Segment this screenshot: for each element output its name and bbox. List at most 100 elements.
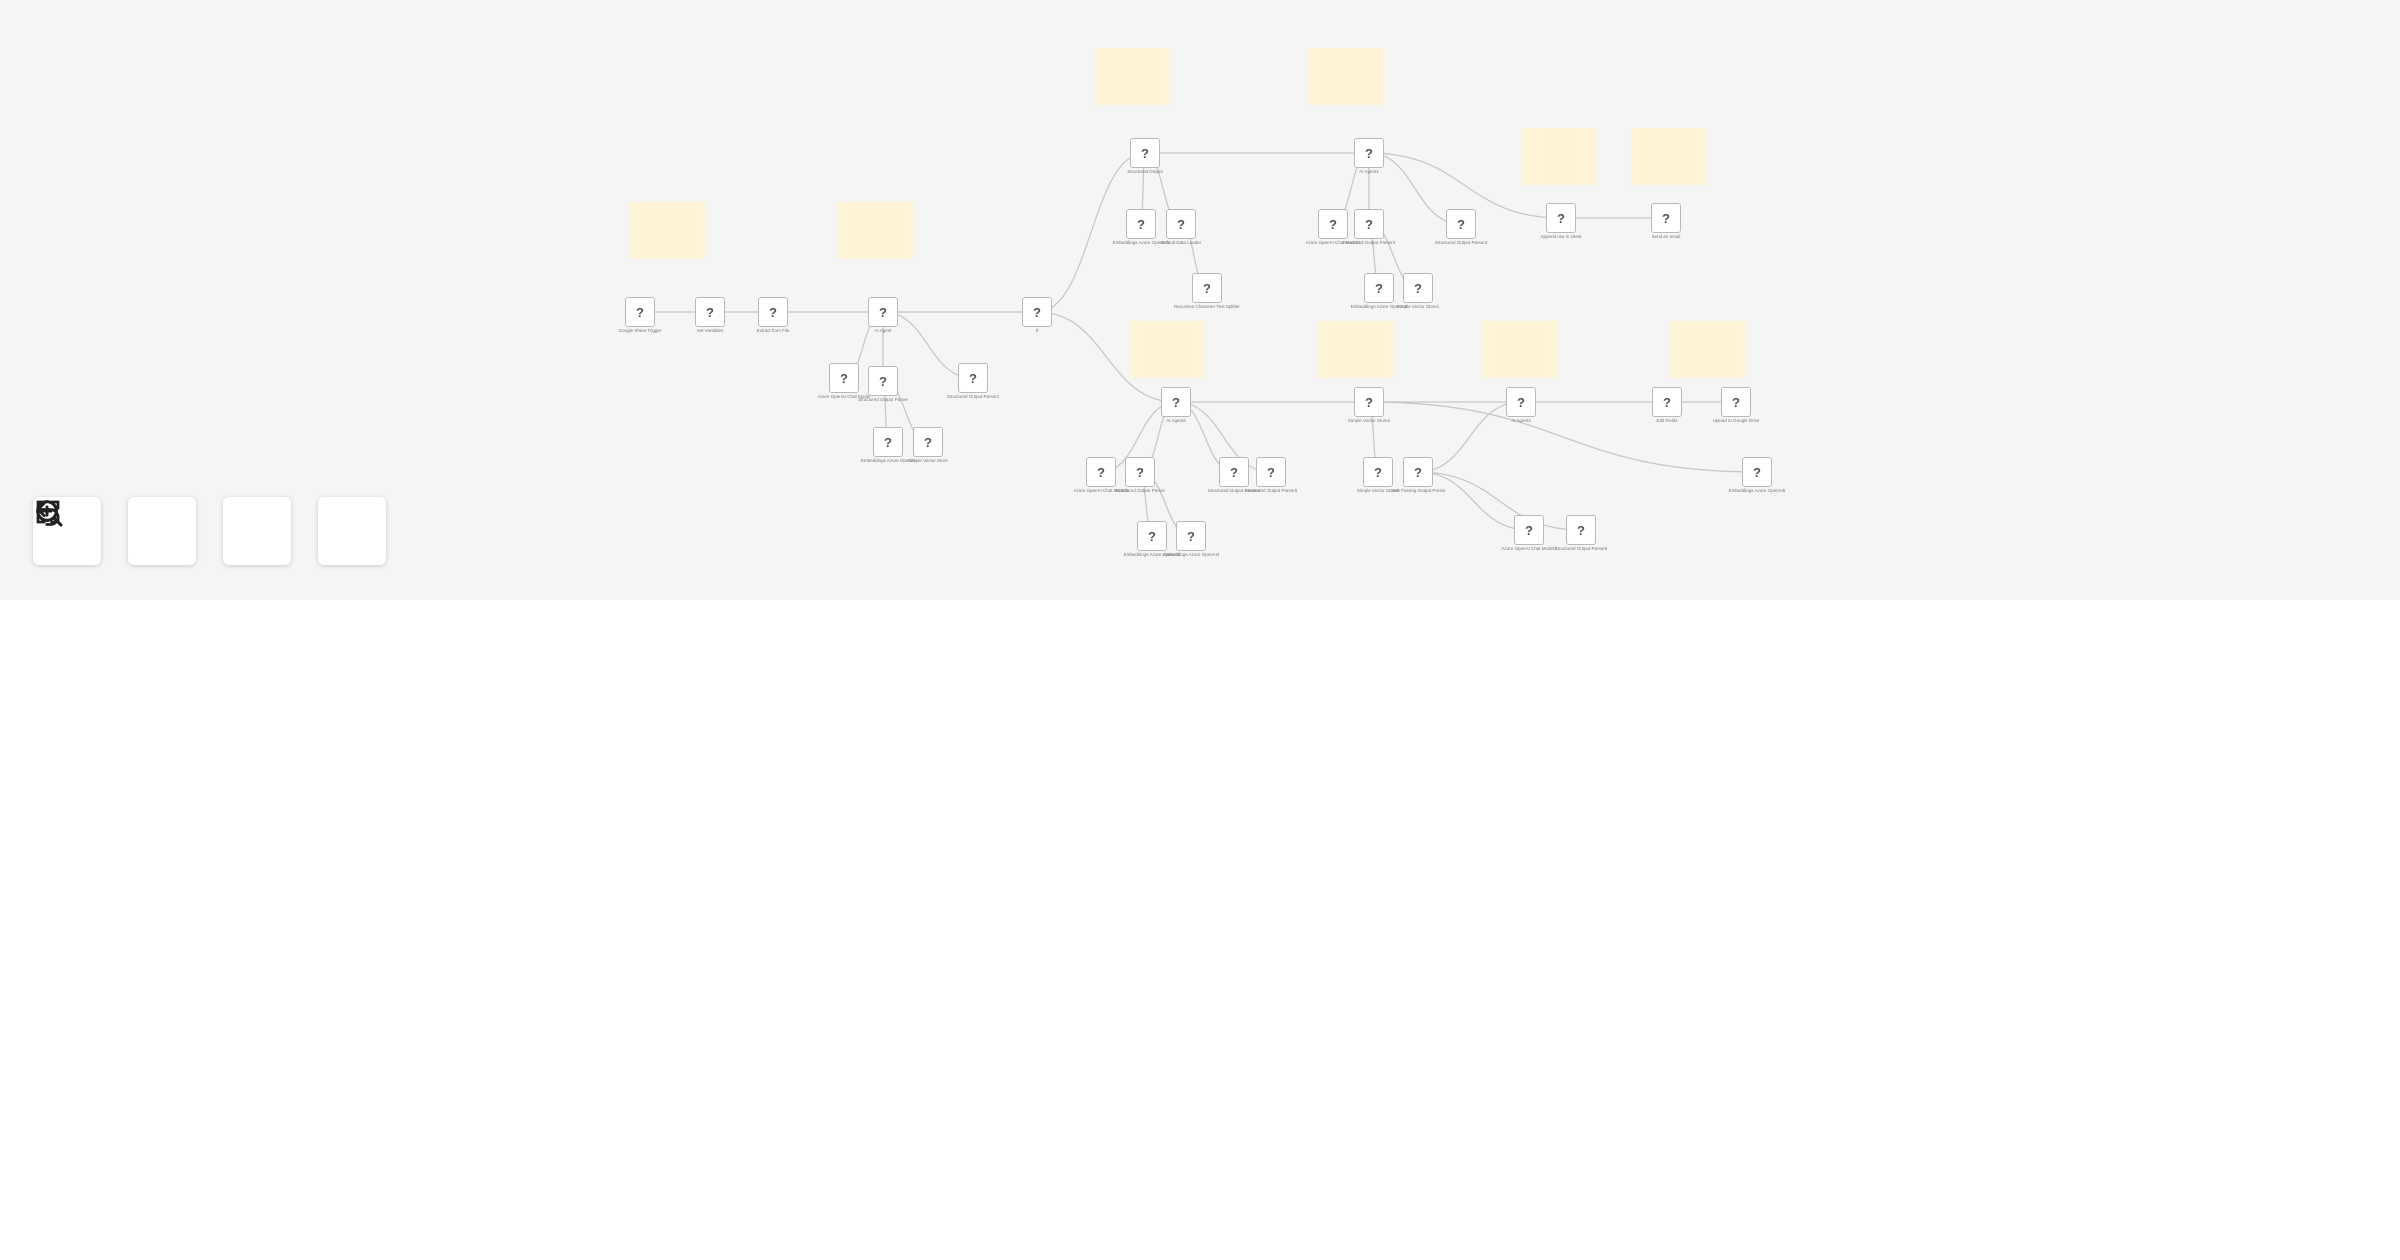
node-label: Google Sheet Trigger <box>618 328 662 333</box>
sticky-note[interactable] <box>1670 321 1745 378</box>
unknown-node-icon: ? <box>873 427 903 457</box>
workflow-node[interactable]: ?Embeddings Azure OpenAI4 <box>1163 521 1219 557</box>
workflow-node[interactable]: ?Azure OpenAI Chat Model <box>818 363 870 399</box>
workflow-node[interactable]: ?Structured Output Parser3 <box>1435 209 1487 245</box>
workflow-node[interactable]: ?If <box>1022 297 1052 333</box>
workflow-node[interactable]: ?Embeddings Azure OpenAI1 <box>1113 209 1169 245</box>
node-label: Embeddings Azure OpenAI4 <box>1162 552 1220 557</box>
sticky-note[interactable] <box>630 202 705 259</box>
workflow-node[interactable]: ?Structured Output <box>1127 138 1163 174</box>
unknown-node-icon: ? <box>1161 387 1191 417</box>
unknown-node-icon: ? <box>1192 273 1222 303</box>
workflow-node[interactable]: ?Simple Vector Store3 <box>1357 457 1399 493</box>
node-label: Structured Output Parser <box>1114 488 1166 493</box>
workflow-node[interactable]: ?Upload to Google Drive <box>1713 387 1759 423</box>
workflow-node[interactable]: ?Structured Output Parser2 <box>1343 209 1395 245</box>
undo-button[interactable] <box>36 497 386 565</box>
workflow-node[interactable]: ?Extract from File <box>757 297 789 333</box>
unknown-node-icon: ? <box>1022 297 1052 327</box>
workflow-node[interactable]: ?Send an email <box>1651 203 1681 239</box>
workflow-node[interactable]: ?AI Agent1 <box>1354 138 1384 174</box>
node-label: Append row in sheet <box>1540 234 1582 239</box>
unknown-node-icon: ? <box>1354 387 1384 417</box>
workflow-node[interactable]: ?Simple Vector Store2 <box>1348 387 1390 423</box>
node-label: Structured Output Parser5 <box>1244 488 1298 493</box>
node-label: Structured Output Parser2 <box>1342 240 1396 245</box>
connection-edge <box>1368 152 1562 219</box>
workflow-node[interactable]: ?Google Sheet Trigger <box>619 297 661 333</box>
unknown-node-icon: ? <box>1721 387 1751 417</box>
node-label: Simple Vector Store3 <box>1356 488 1400 493</box>
node-label: Set Variables <box>696 328 724 333</box>
workflow-node[interactable]: ?AI Agent2 <box>1161 387 1191 423</box>
zoom-out-button[interactable] <box>36 497 291 565</box>
unknown-node-icon: ? <box>1742 457 1772 487</box>
unknown-node-icon: ? <box>1256 457 1286 487</box>
sticky-note[interactable] <box>1318 321 1393 378</box>
workflow-node[interactable]: ?Azure OpenAI Chat Model1 <box>1305 209 1361 245</box>
sticky-note[interactable] <box>1482 321 1557 378</box>
unknown-node-icon: ? <box>758 297 788 327</box>
unknown-node-icon: ? <box>1126 209 1156 239</box>
workflow-canvas[interactable]: ?Google Sheet Trigger?Set Variables?Extr… <box>0 0 2400 600</box>
workflow-node[interactable]: ?Recursive Character Text Splitter <box>1174 273 1240 309</box>
workflow-node[interactable]: ?Embeddings Azure OpenAI3 <box>1124 521 1180 557</box>
unknown-node-icon: ? <box>625 297 655 327</box>
node-label: Simple Vector Store <box>908 458 948 463</box>
workflow-node[interactable]: ?Structured Output Parser6 <box>1555 515 1607 551</box>
node-label: AI Agent2 <box>1166 418 1186 423</box>
node-label: Send an email <box>1651 234 1681 239</box>
workflow-node[interactable]: ?Structured Output Parser <box>858 366 908 402</box>
unknown-node-icon: ? <box>1363 457 1393 487</box>
node-label: Structured Output Parser1 <box>946 394 1000 399</box>
node-label: Azure OpenAI Chat Model <box>817 394 871 399</box>
unknown-node-icon: ? <box>1446 209 1476 239</box>
workflow-node[interactable]: ?Append row in sheet <box>1540 203 1582 239</box>
sticky-note[interactable] <box>1521 128 1596 185</box>
node-label: Structured Output Parser4 <box>1207 488 1261 493</box>
workflow-node[interactable]: ?Default Data Loader <box>1161 209 1201 245</box>
unknown-node-icon: ? <box>1403 273 1433 303</box>
node-label: Default Data Loader <box>1160 240 1202 245</box>
sticky-note[interactable] <box>1308 48 1383 105</box>
node-label: Structured Output Parser6 <box>1554 546 1608 551</box>
node-label: Azure OpenAI Chat Model3 <box>1501 546 1557 551</box>
workflow-node[interactable]: ?Azure OpenAI Chat Model3 <box>1501 515 1557 551</box>
unknown-node-icon: ? <box>1086 457 1116 487</box>
workflow-node[interactable]: ?Structured Output Parser1 <box>947 363 999 399</box>
workflow-node[interactable]: ?Edit Fields <box>1652 387 1682 423</box>
node-label: Structured Output Parser <box>857 397 909 402</box>
node-label: Structured Output <box>1127 169 1163 174</box>
node-label: Upload to Google Drive <box>1712 418 1760 423</box>
node-label: Recursive Character Text Splitter <box>1174 304 1240 309</box>
workflow-node[interactable]: ?Json Parsing Output Parser <box>1390 457 1446 493</box>
unknown-node-icon: ? <box>1125 457 1155 487</box>
workflow-node[interactable]: ?Simple Vector Store1 <box>1397 273 1439 309</box>
zoom-in-button[interactable] <box>36 497 196 565</box>
workflow-node[interactable]: ?AI Agent <box>868 297 898 333</box>
sticky-note[interactable] <box>1631 128 1706 185</box>
unknown-node-icon: ? <box>1566 515 1596 545</box>
workflow-node[interactable]: ?Set Variables <box>695 297 725 333</box>
node-label: Embeddings Azure OpenAI2 <box>1350 304 1408 309</box>
workflow-node[interactable]: ?Embeddings Azure OpenAI2 <box>1351 273 1407 309</box>
unknown-node-icon: ? <box>913 427 943 457</box>
unknown-node-icon: ? <box>868 297 898 327</box>
workflow-node[interactable]: ?AI Agent3 <box>1506 387 1536 423</box>
connection-edge <box>1036 152 1146 313</box>
node-label: Embeddings Azure OpenAI5 <box>1728 488 1786 493</box>
unknown-node-icon: ? <box>1219 457 1249 487</box>
workflow-node[interactable]: ?Structured Output Parser <box>1115 457 1165 493</box>
workflow-node[interactable]: ?Embeddings Azure OpenAI5 <box>1729 457 1785 493</box>
node-label: Embeddings Azure OpenAI1 <box>1112 240 1170 245</box>
workflow-node[interactable]: ?Azure OpenAI Chat Model2 <box>1073 457 1129 493</box>
workflow-node[interactable]: ?Simple Vector Store <box>908 427 948 463</box>
fullscreen-icon <box>36 500 60 524</box>
sticky-note[interactable] <box>1095 48 1170 105</box>
workflow-node[interactable]: ?Structured Output Parser5 <box>1245 457 1297 493</box>
sticky-note[interactable] <box>1129 321 1204 378</box>
node-label: If <box>1035 328 1039 333</box>
sticky-note[interactable] <box>838 202 913 259</box>
workflow-node[interactable]: ?Embeddings Azure OpenAI <box>861 427 915 463</box>
workflow-node[interactable]: ?Structured Output Parser4 <box>1208 457 1260 493</box>
